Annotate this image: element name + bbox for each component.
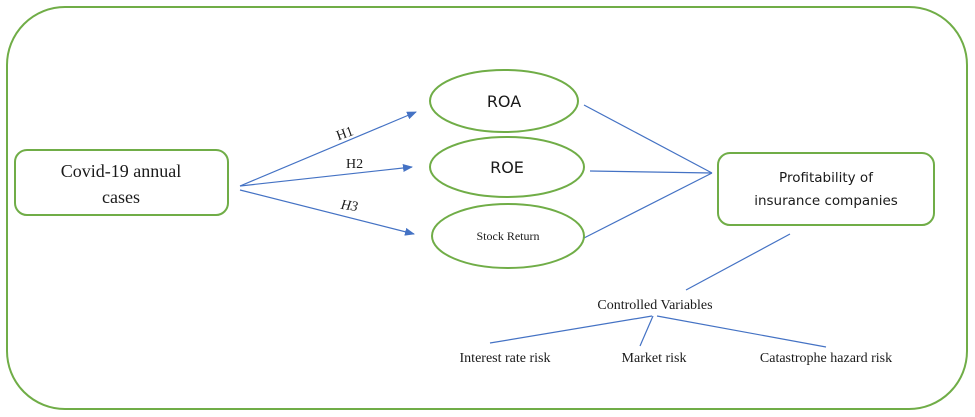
hypothesis-label-h1: H1 — [334, 124, 355, 144]
edge-controlled-catastrophe — [656, 315, 827, 348]
node-market-risk: Market risk — [622, 351, 687, 366]
node-roa: ROA — [429, 69, 579, 133]
edge-profitability-controlled — [685, 233, 791, 291]
node-roe-label: ROE — [490, 158, 524, 177]
node-covid-cases-line2: cases — [102, 187, 140, 207]
node-covid-cases-line1: Covid-19 annual — [61, 161, 181, 181]
edge-roa-profitability — [583, 104, 713, 174]
edge-h1-arrow — [239, 111, 417, 187]
hypothesis-label-h2: H2 — [346, 157, 363, 172]
node-interest-rate-risk: Interest rate risk — [460, 351, 551, 366]
node-profitability-line2: insurance companies — [754, 193, 898, 209]
node-covid-cases: Covid-19 annual cases — [14, 149, 229, 216]
node-catastrophe-hazard-risk: Catastrophe hazard risk — [760, 351, 892, 366]
node-stock-return: Stock Return — [431, 203, 585, 269]
edge-stock-profitability — [583, 172, 713, 239]
node-roa-label: ROA — [487, 92, 521, 111]
edge-h2-arrow — [239, 164, 413, 187]
outer-frame — [6, 6, 968, 410]
edge-roe-profitability — [589, 170, 713, 174]
edge-controlled-interest — [489, 315, 653, 344]
edge-h3-arrow — [239, 189, 415, 236]
node-profitability: Profitability of insurance companies — [717, 152, 935, 226]
node-profitability-line1: Profitability of — [779, 170, 874, 186]
edge-controlled-market — [639, 315, 654, 347]
hypothesis-label-h3: H3 — [339, 198, 359, 215]
node-stock-return-label: Stock Return — [477, 229, 540, 243]
node-roe: ROE — [429, 136, 585, 198]
node-controlled-variables: Controlled Variables — [597, 298, 712, 313]
